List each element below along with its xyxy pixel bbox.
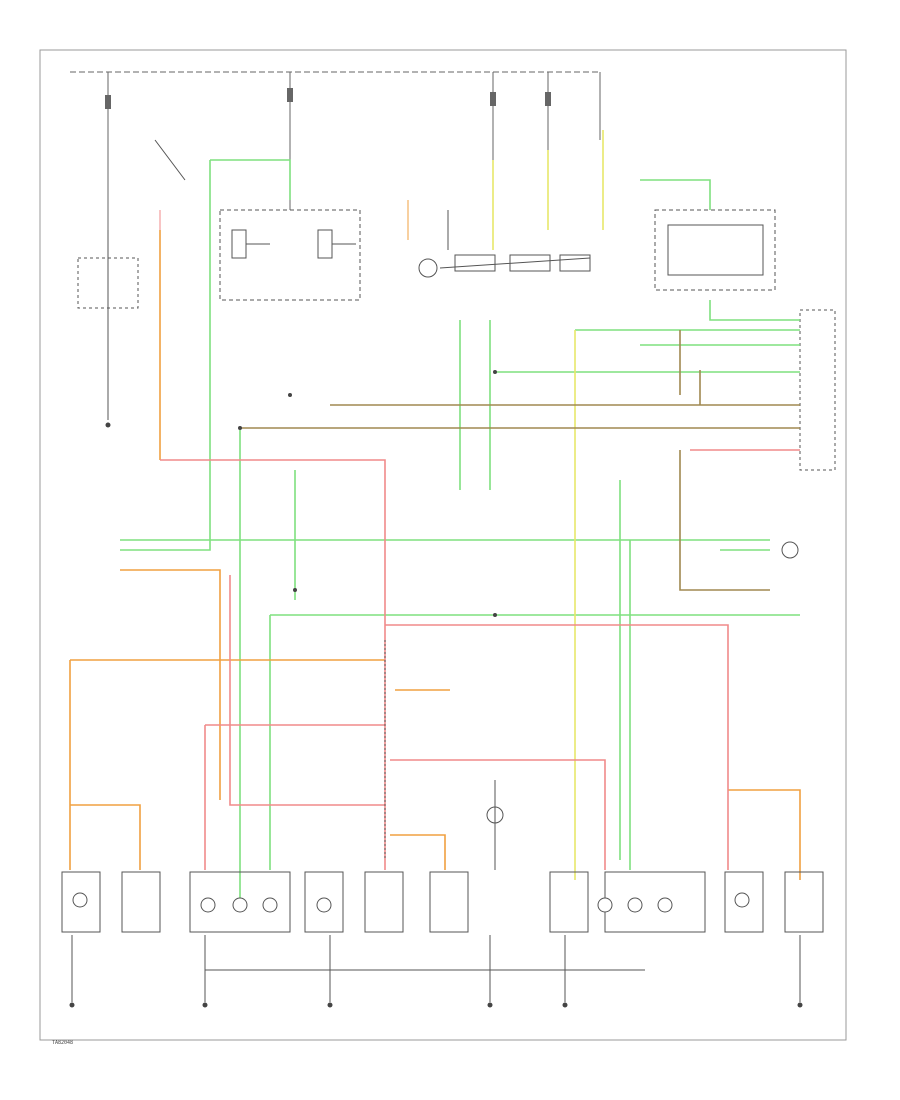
- splice-dots: [238, 370, 497, 617]
- relay-block: [219, 209, 361, 301]
- bulb-icon: [232, 897, 248, 913]
- green-wires: [120, 159, 800, 910]
- fuse-right-1: [490, 92, 496, 106]
- bulb-icon: [781, 541, 799, 559]
- hazard-switch-area: [77, 139, 186, 420]
- diagram-frame: [39, 49, 847, 1041]
- ground-row: [69, 1002, 803, 1008]
- fuse-left: [105, 95, 111, 109]
- power-rail: [70, 71, 601, 230]
- bulb-icon: [262, 897, 278, 913]
- diagram-code: TA82048: [52, 1040, 74, 1046]
- ground-leads: [71, 780, 801, 1002]
- brown-wires: [240, 330, 800, 591]
- combination-switch: [407, 200, 591, 278]
- bulb-icon: [200, 897, 216, 913]
- fuse-right-2: [545, 92, 551, 106]
- ground-icon: [202, 1002, 208, 1008]
- combination-meter: [654, 209, 836, 471]
- fuse-group: [105, 88, 551, 109]
- ground-icon: [487, 1002, 493, 1008]
- lamp-row: [61, 871, 824, 980]
- bulb-icon: [627, 897, 643, 913]
- ground-icon: [327, 1002, 333, 1008]
- fuse-center: [287, 88, 293, 102]
- yellow-wires: [492, 130, 604, 880]
- ground-icon: [69, 1002, 75, 1008]
- orange-wires: [69, 230, 801, 880]
- bulb-group: [72, 541, 799, 913]
- ground-icon: [562, 1002, 568, 1008]
- ground-left-hazard: [105, 422, 111, 428]
- ground-icon: [797, 1002, 803, 1008]
- bulb-icon: [72, 892, 88, 908]
- bulb-icon: [734, 892, 750, 908]
- bulb-icon: [597, 897, 613, 913]
- bulb-icon: [316, 897, 332, 913]
- bulb-icon: [657, 897, 673, 913]
